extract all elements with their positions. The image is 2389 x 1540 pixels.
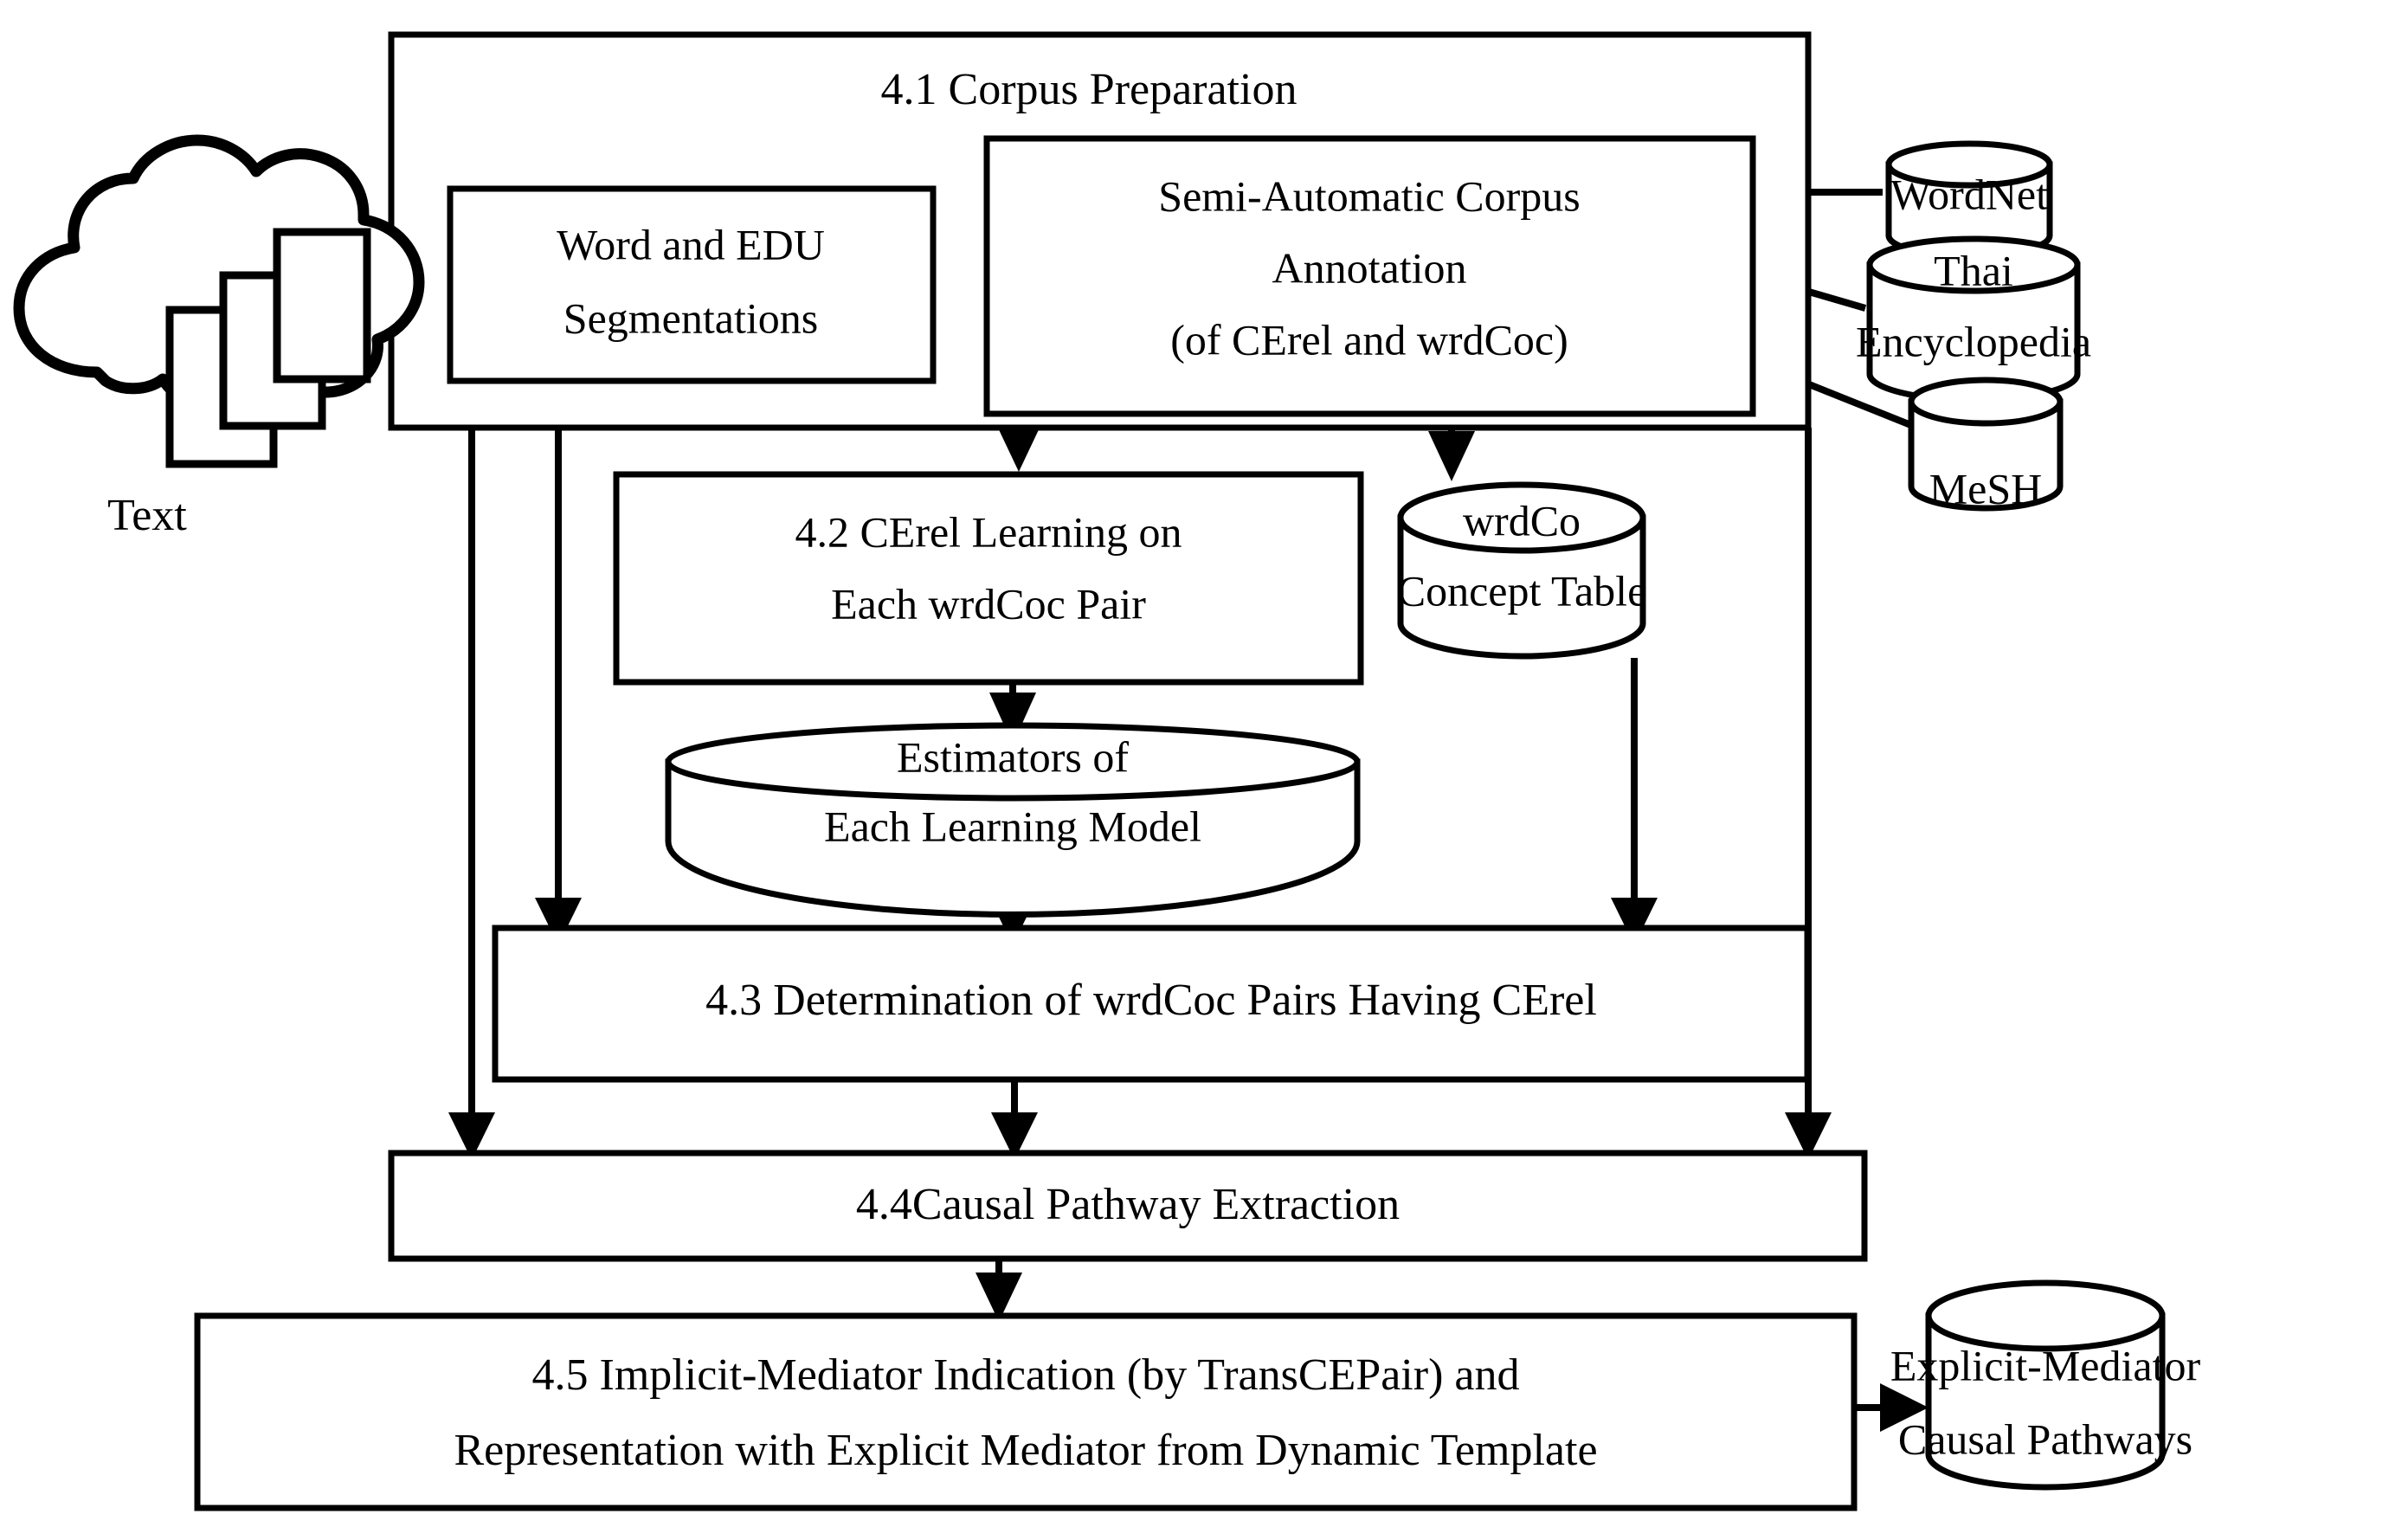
cerel-learning-line1: 4.2 CErel Learning on: [795, 507, 1182, 556]
semi-auto-line2: Annotation: [1272, 243, 1467, 292]
thai-encyclopedia-line2: Encyclopedia: [1856, 317, 2091, 365]
implicit-mediator-box[interactable]: 4.5 Implicit-Mediator Indication (by Tra…: [194, 1312, 1858, 1511]
cerel-learning-line2: Each wrdCoc Pair: [831, 579, 1146, 628]
causal-pathway-label: 4.4Causal Pathway Extraction: [856, 1180, 1400, 1229]
determination-box[interactable]: 4.3 Determination of wrdCoc Pairs Having…: [492, 925, 1811, 1083]
edge-wordedu-to-determination: [535, 381, 582, 945]
explicit-mediator-output-datastore[interactable]: Explicit-Mediator Causal Pathways: [1890, 1279, 2201, 1491]
causal-pathway-extraction-box[interactable]: 4.4Causal Pathway Extraction: [388, 1150, 1868, 1262]
edge-determination-to-causal-pathway: [991, 1079, 1038, 1160]
wrdco-line2: Concept Table: [1397, 566, 1647, 615]
semi-auto-line1: Semi-Automatic Corpus: [1158, 171, 1580, 220]
text-cloud-label: Text: [107, 491, 187, 540]
edge-wrdco-to-determination: [1611, 658, 1658, 945]
estimators-line1: Estimators of: [897, 732, 1129, 781]
word-edu-line1: Word and EDU: [557, 220, 825, 268]
implicit-mediator-line2: Representation with Explicit Mediator fr…: [454, 1426, 1597, 1475]
determination-label: 4.3 Determination of wrdCoc Pairs Having…: [705, 976, 1597, 1025]
edge-causal-pathway-to-implicit-mediator: [976, 1258, 1022, 1322]
edge-cerel-to-estimators: [989, 682, 1036, 744]
estimators-datastore[interactable]: Estimators of Each Learning Model: [665, 722, 1361, 918]
explicit-output-line1: Explicit-Mediator: [1890, 1341, 2201, 1389]
edge-wordedu-to-causal-pathway: [448, 381, 495, 1160]
semi-auto-line3: (of CErel and wrdCoc): [1170, 315, 1568, 364]
mesh-label: MeSH: [1929, 464, 2043, 512]
cerel-learning-box[interactable]: 4.2 CErel Learning on Each wrdCoc Pair: [613, 471, 1364, 686]
semi-automatic-annotation-box[interactable]: Semi-Automatic Corpus Annotation (of CEr…: [983, 135, 1756, 417]
implicit-mediator-line1: 4.5 Implicit-Mediator Indication (by Tra…: [532, 1350, 1520, 1400]
edge-implicit-to-explicit-output: [1853, 1383, 1929, 1432]
word-edu-segmentations-box[interactable]: Word and EDU Segmentations: [447, 185, 937, 384]
wrdco-concept-table-datastore[interactable]: wrdCo Concept Table: [1397, 481, 1647, 660]
word-edu-line2: Segmentations: [563, 293, 818, 342]
wrdco-line1: wrdCo: [1463, 496, 1581, 544]
explicit-output-line2: Causal Pathways: [1898, 1414, 2193, 1463]
mesh-datastore[interactable]: MeSH: [1908, 377, 2064, 512]
wordnet-label: WordNet: [1890, 170, 2048, 218]
text-cloud-source[interactable]: Text: [13, 134, 425, 540]
estimators-line2: Each Learning Model: [824, 802, 1201, 850]
thai-encyclopedia-datastore[interactable]: Thai Encyclopedia: [1856, 235, 2091, 403]
corpus-preparation-label: 4.1 Corpus Preparation: [881, 65, 1298, 114]
thai-encyclopedia-line1: Thai: [1934, 246, 2013, 294]
